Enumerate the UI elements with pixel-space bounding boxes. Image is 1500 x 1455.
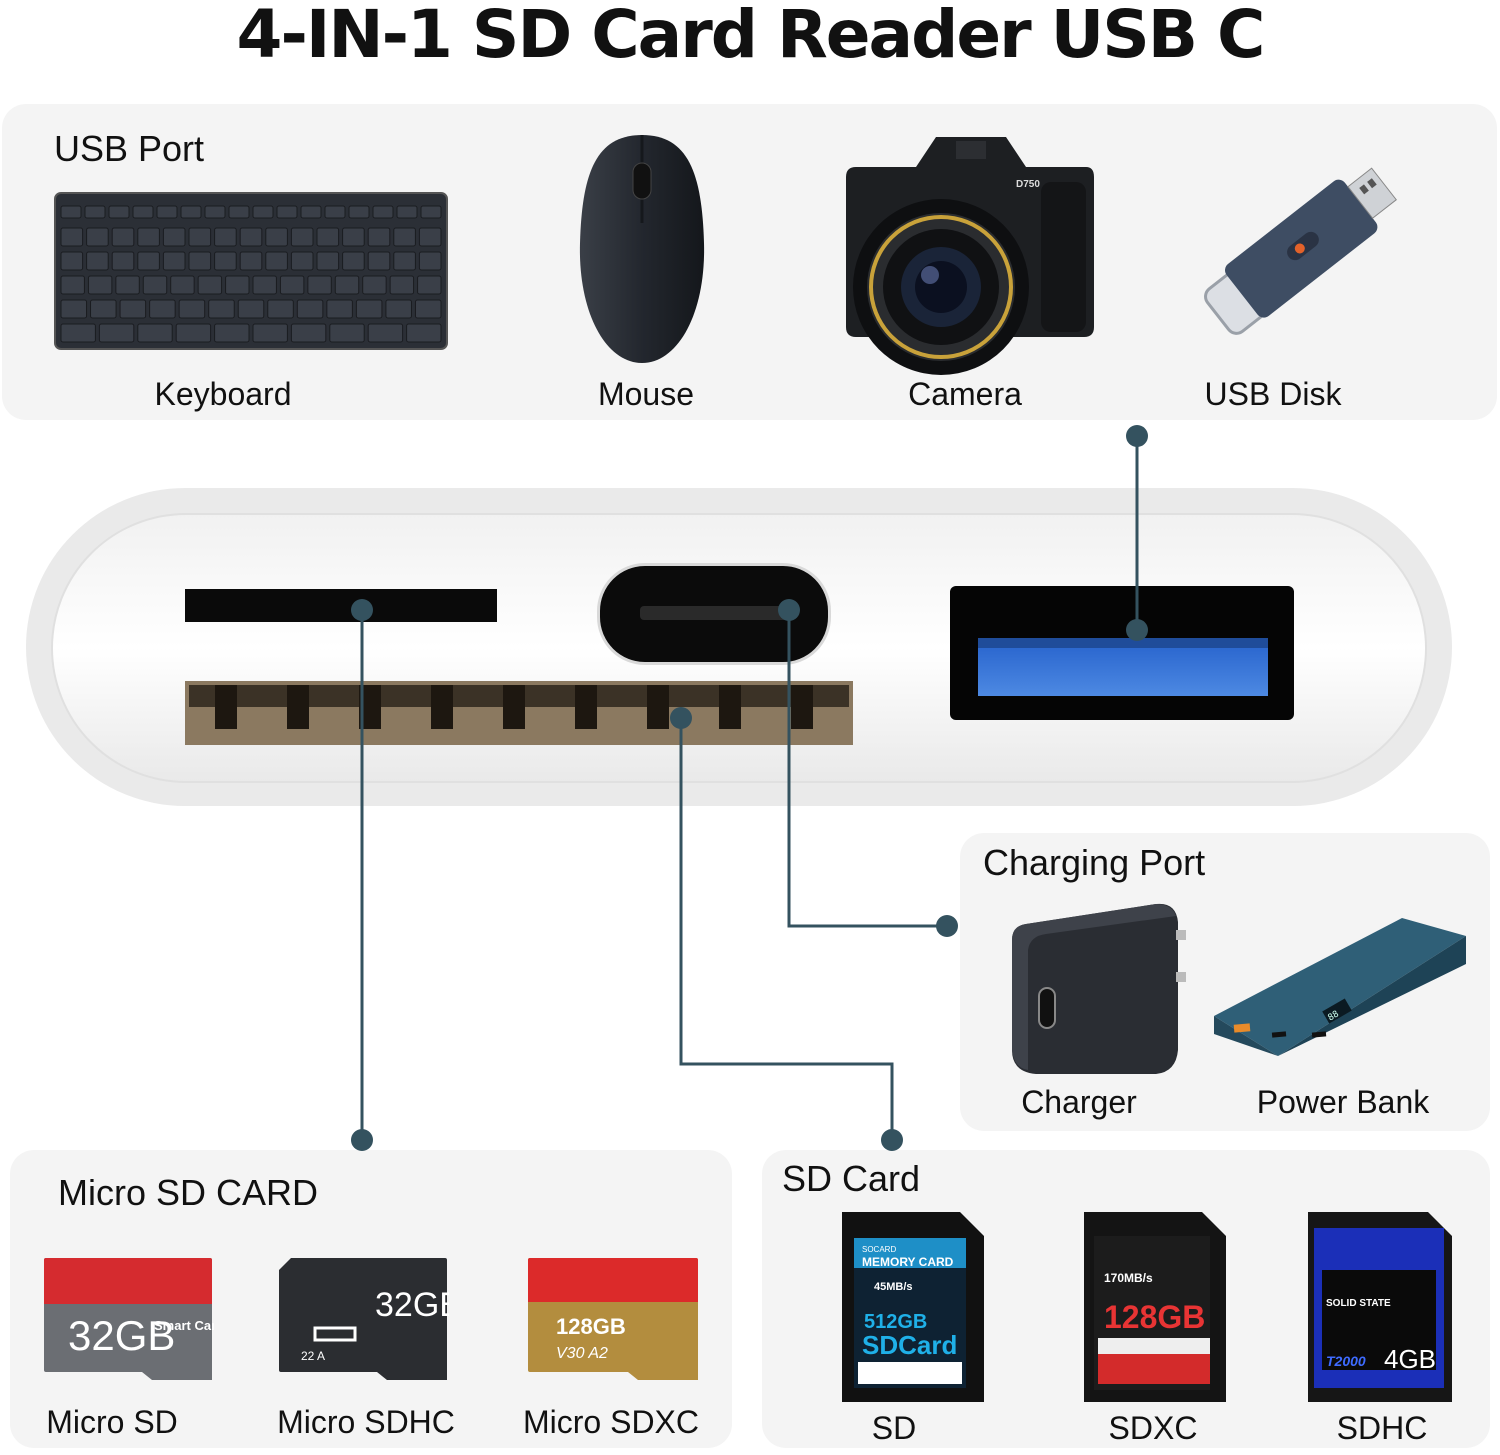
card-capacity-2: 32GB xyxy=(375,1286,449,1324)
sdhc-card-icon: SOLID STATE T2000 4GB xyxy=(1308,1212,1452,1402)
svg-text:88: 88 xyxy=(1326,1009,1340,1023)
sdhc-capacity: 4GB xyxy=(1384,1344,1436,1374)
micro-sd-slot xyxy=(185,589,497,622)
camera-icon: D750 xyxy=(846,137,1094,375)
card-capacity-1: 32GB xyxy=(68,1312,175,1359)
sdxc-card-icon: 170MB/s 128GB xyxy=(1084,1212,1226,1402)
sdxc-speed: 170MB/s xyxy=(1104,1271,1153,1285)
micro-sdhc-card-icon: 32GB 22 A xyxy=(279,1258,449,1380)
page-title: 4-IN-1 SD Card Reader USB C xyxy=(236,0,1266,73)
sd-slot xyxy=(185,681,853,745)
usb-c-port xyxy=(597,563,831,665)
charger-label: Charger xyxy=(1021,1084,1137,1120)
sdxc-capacity: 128GB xyxy=(1104,1299,1205,1335)
svg-text:D750: D750 xyxy=(1016,179,1040,190)
usb-port-dot-top xyxy=(1126,425,1148,447)
sd-card-connector xyxy=(679,718,894,1140)
sdhc-label: SDHC xyxy=(1336,1410,1428,1446)
micro-sd-card-icon: 32GB Smart Card xyxy=(44,1258,214,1380)
charging-port-title: Charging Port xyxy=(983,842,1206,883)
mouse-icon xyxy=(579,135,705,363)
sdxc-label: SDXC xyxy=(1108,1410,1198,1446)
sd-header-1: MEMORY CARD xyxy=(862,1255,954,1269)
usb-port-title: USB Port xyxy=(54,128,205,169)
card-capacity-3: 128GB xyxy=(556,1314,626,1339)
charging-dot-end xyxy=(936,915,958,937)
micro-sd-title: Micro SD CARD xyxy=(58,1172,319,1213)
keyboard-label: Keyboard xyxy=(154,376,292,412)
sdhc-brand: T2000 xyxy=(1326,1353,1366,1369)
camera-label: Camera xyxy=(908,376,1022,412)
usb-disk-icon xyxy=(1204,167,1397,335)
micro-sdxc-label: Micro SDXC xyxy=(522,1404,699,1440)
card-subtext-1: Smart Card xyxy=(154,1318,214,1333)
sd-card-icon: SOCARD MEMORY CARD 45MB/s 512GB SDCard xyxy=(842,1212,984,1402)
sd-card-dot-bottom xyxy=(881,1129,903,1151)
mouse-label: Mouse xyxy=(597,376,695,412)
usb-disk-label: USB Disk xyxy=(1204,376,1342,412)
sd-capacity-1: 512GB xyxy=(864,1311,927,1333)
card-subtext-3: V30 A2 xyxy=(556,1345,608,1362)
sdhc-subtext: SOLID STATE xyxy=(1326,1298,1391,1309)
keyboard-icon xyxy=(54,192,448,350)
sd-brand-1: SOCARD xyxy=(862,1245,896,1254)
usb-a-port xyxy=(950,586,1294,720)
charger-icon xyxy=(1012,903,1186,1074)
power-bank-label: Power Bank xyxy=(1256,1084,1430,1120)
sd-subtext-1: SDCard xyxy=(862,1330,957,1360)
micro-sdxc-card-icon: 128GB V30 A2 xyxy=(528,1258,698,1380)
card-subtext-2: 22 A xyxy=(301,1349,325,1363)
micro-sdhc-label: Micro SDHC xyxy=(277,1404,455,1440)
sd-label: SD xyxy=(871,1410,917,1446)
sd-card-title: SD Card xyxy=(782,1158,921,1199)
power-bank-icon: 88 xyxy=(1214,918,1466,1056)
sd-speed-1: 45MB/s xyxy=(874,1281,913,1293)
micro-sd-dot-bottom xyxy=(351,1129,373,1151)
charging-port-connector xyxy=(787,610,947,928)
micro-sd-label: Micro SD xyxy=(46,1404,178,1440)
